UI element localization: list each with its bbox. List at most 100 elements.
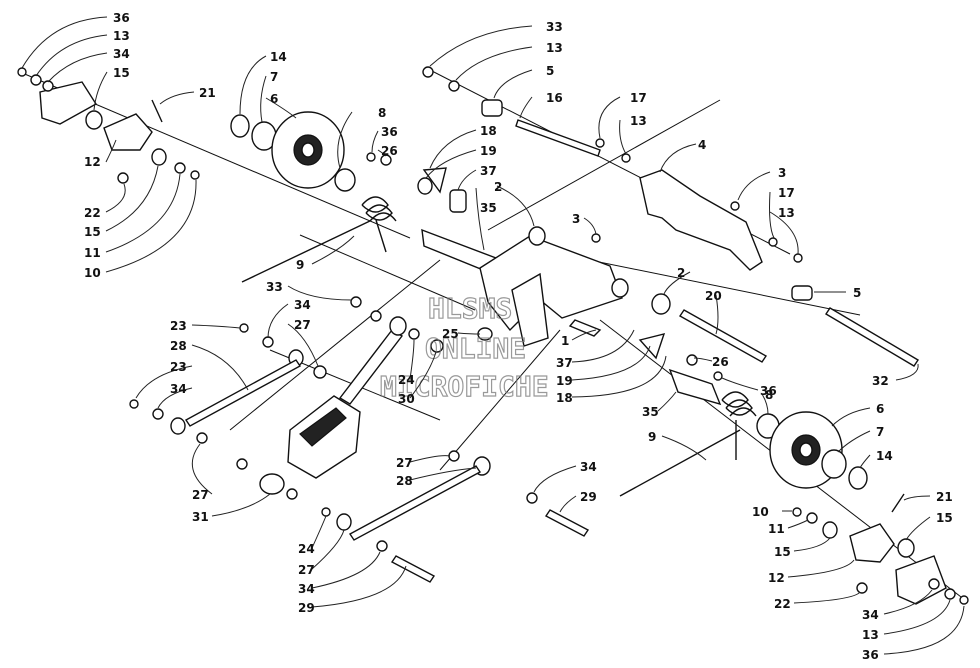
nut-33b bbox=[350, 296, 362, 308]
right-washer-26 bbox=[686, 354, 698, 366]
shock-absorber-group bbox=[259, 296, 444, 500]
right-spacer-15b bbox=[897, 538, 915, 558]
left-washer-13 bbox=[30, 74, 42, 86]
right-washer-13 bbox=[944, 588, 956, 600]
left-cover-plate bbox=[39, 81, 97, 125]
cross-shaft-20 bbox=[678, 309, 768, 363]
label-1: 1 bbox=[561, 334, 569, 348]
label-14: 14 bbox=[876, 449, 893, 463]
label-23: 23 bbox=[170, 360, 187, 374]
nut-23b bbox=[129, 399, 139, 409]
label-21: 21 bbox=[199, 86, 216, 100]
label-2: 2 bbox=[677, 266, 685, 280]
label-9: 9 bbox=[296, 258, 304, 272]
left-ring-8 bbox=[334, 168, 356, 192]
label-12: 12 bbox=[84, 155, 101, 169]
right-bearing-14 bbox=[848, 466, 868, 490]
label-11: 11 bbox=[768, 522, 785, 536]
label-37: 37 bbox=[480, 164, 497, 178]
label-5: 5 bbox=[546, 64, 554, 78]
washer-27c bbox=[448, 450, 460, 462]
label-15: 15 bbox=[84, 225, 101, 239]
right-spring-group bbox=[619, 333, 868, 497]
right-bolt-36 bbox=[713, 371, 723, 381]
label-22: 22 bbox=[774, 597, 791, 611]
label-31: 31 bbox=[192, 510, 209, 524]
label-29: 29 bbox=[298, 601, 315, 615]
label-10: 10 bbox=[752, 505, 769, 519]
right-adjuster-block-12 bbox=[849, 523, 895, 563]
bushing-2b bbox=[611, 278, 629, 298]
label-23: 23 bbox=[170, 319, 187, 333]
bushing-27b bbox=[170, 417, 186, 435]
left-torsion-spring-coil bbox=[361, 196, 397, 222]
right-cap-18 bbox=[638, 333, 666, 360]
label-8: 8 bbox=[378, 106, 386, 120]
label-15: 15 bbox=[936, 511, 953, 525]
label-15: 15 bbox=[113, 66, 130, 80]
label-35: 35 bbox=[480, 201, 497, 215]
label-13: 13 bbox=[546, 41, 563, 55]
left-adjuster-block-12 bbox=[103, 113, 153, 151]
bolt-17b bbox=[793, 253, 803, 263]
rear-shaft-16 bbox=[515, 119, 601, 157]
spacer-24a bbox=[408, 328, 420, 340]
label-19: 19 bbox=[556, 374, 573, 388]
watermark-line-3: MICROFICHE bbox=[380, 370, 549, 403]
label-27: 27 bbox=[192, 488, 209, 502]
label-15: 15 bbox=[774, 545, 791, 559]
label-10: 10 bbox=[84, 266, 101, 280]
nut-3b bbox=[730, 201, 740, 211]
left-spacer-15 bbox=[85, 110, 103, 130]
center-arm-group bbox=[477, 226, 629, 347]
label-7: 7 bbox=[270, 70, 278, 84]
label-36: 36 bbox=[760, 384, 777, 398]
watermark-line-1: HLSMS bbox=[428, 292, 512, 325]
right-torsion-spring-coil bbox=[721, 391, 757, 417]
bolt-29b bbox=[390, 555, 436, 583]
label-21: 21 bbox=[936, 490, 953, 504]
label-13: 13 bbox=[113, 29, 130, 43]
label-28: 28 bbox=[396, 474, 413, 488]
bushing-27d bbox=[336, 513, 352, 531]
washer-13b bbox=[448, 80, 460, 92]
label-32: 32 bbox=[872, 374, 889, 388]
watermark: HLSMS ONLINE MICROFICHE bbox=[379, 291, 549, 403]
spacer-24b bbox=[321, 507, 331, 517]
left-bearing-14 bbox=[230, 114, 250, 138]
label-34: 34 bbox=[580, 460, 597, 474]
label-24: 24 bbox=[398, 373, 415, 387]
label-27: 27 bbox=[298, 563, 315, 577]
label-33: 33 bbox=[546, 20, 563, 34]
bushing-5a bbox=[481, 99, 503, 117]
left-washer-11 bbox=[174, 162, 186, 174]
nut-lower bbox=[236, 458, 248, 470]
left-bushing-37 bbox=[449, 189, 467, 213]
label-20: 20 bbox=[705, 289, 722, 303]
left-washer-26 bbox=[380, 154, 392, 166]
washer-13c bbox=[621, 153, 631, 163]
label-37: 37 bbox=[556, 356, 573, 370]
label-34: 34 bbox=[294, 298, 311, 312]
left-bolt-36b bbox=[366, 152, 376, 162]
label-35: 35 bbox=[642, 405, 659, 419]
shock-body-31 bbox=[287, 395, 361, 479]
label-30: 30 bbox=[398, 392, 415, 406]
label-14: 14 bbox=[270, 50, 287, 64]
rear-arm-4 bbox=[639, 169, 763, 271]
label-13: 13 bbox=[630, 114, 647, 128]
rod-28a bbox=[184, 359, 302, 427]
leader-lines bbox=[21, 16, 965, 655]
label-2: 2 bbox=[494, 180, 502, 194]
left-bolt-21 bbox=[151, 99, 163, 123]
left-spring-group bbox=[241, 152, 499, 283]
label-34: 34 bbox=[862, 608, 879, 622]
label-26: 26 bbox=[712, 355, 729, 369]
washer-34d bbox=[526, 492, 538, 504]
shock-bottom-eye bbox=[259, 473, 285, 495]
right-shaft-35 bbox=[668, 368, 722, 406]
right-cover-plate bbox=[895, 555, 947, 605]
bolt-17a bbox=[595, 138, 605, 148]
left-spacer-15b bbox=[151, 148, 167, 166]
label-6: 6 bbox=[270, 92, 278, 106]
